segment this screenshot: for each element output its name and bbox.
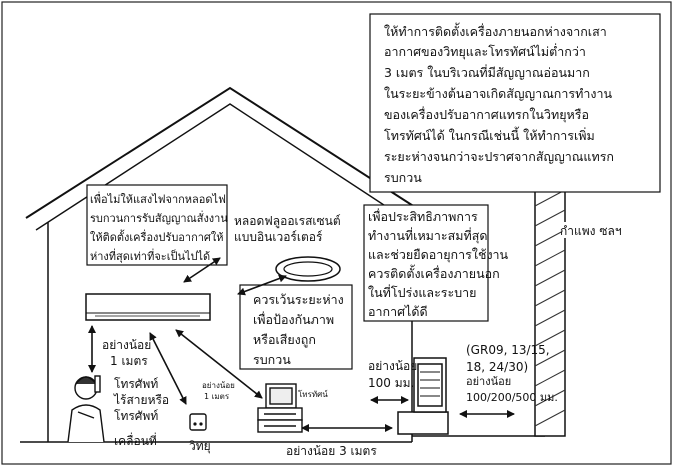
lamp-note-box [86, 184, 228, 266]
note-line: ระยะห่างจนกว่าจะปราศจากสัญญาณแทรก [384, 149, 614, 164]
note-line: ของเครื่องปรับอากาศแทรกในวิทยุหรือ [384, 106, 589, 123]
note-line: ควรเว้นระยะห่าง [253, 292, 344, 307]
note-line: และช่วยยืดอายุการใช้งาน [368, 247, 509, 263]
signal-distance-note-box [369, 13, 661, 193]
lamp-note: เพื่อไม่ให้แสงไฟจากหลอดไฟ รบกวนการรับสัญ… [90, 191, 228, 263]
note-line: ห่างที่สุดเท่าที่จะเป็นไปได้ [90, 248, 210, 263]
note-line: เพื่อป้องกันภาพ [253, 311, 334, 327]
radio-distance-label: 1 เมตร [204, 392, 230, 401]
signal-distance-note: ให้ทำการติดตั้งเครื่องภายนอกห่างจากเสา อ… [384, 22, 614, 185]
fluorescent-label: แบบอินเวอร์เตอร์ [234, 230, 323, 244]
note-line: 3 เมตร ในบริเวณที่มีสัญญาณอ่อนมาก [384, 64, 590, 80]
ac-to-radio-arrow [149, 332, 187, 405]
note-line: ในที่โปร่งและระบาย [368, 284, 477, 300]
phone-label: เคลื่อนที่ [114, 432, 157, 448]
note-line: รบกวนการรับสัญญาณสั่งงาน [90, 210, 228, 225]
note-line: เพื่อประสิทธิภาพการ [368, 208, 478, 224]
note-line: หรือเสียงถูก [253, 332, 316, 348]
fluorescent-label: หลอดฟลูออเรสเซนต์ [234, 214, 341, 229]
lamp-to-ac-arrow [183, 257, 221, 283]
note-line: โทรทัศน์ได้ ในกรณีเช่นนี้ ให้ทำการเพิ่ม [384, 126, 595, 143]
radio-label: วิทยุ [189, 439, 211, 454]
phone-distance-label: 1 เมตร [110, 354, 148, 368]
bottom-distance-label: อย่างน้อย 3 เมตร [286, 444, 377, 458]
interference-note: ควรเว้นระยะห่าง เพื่อป้องกันภาพ หรือเสีย… [253, 292, 344, 367]
tv-icon [257, 383, 303, 433]
phone-label: โทรศัพท์ [114, 377, 158, 391]
phone-label: โทรศัพท์ [114, 409, 158, 423]
tv-label: โทรทัศน์ [298, 389, 328, 399]
phone-distance-label: อย่างน้อย [102, 338, 151, 352]
note-line: อากาศได้ดี [368, 304, 428, 319]
fluorescent-lamp-icon [275, 256, 341, 282]
note-line: รบกวน [253, 352, 291, 367]
model-label: (GR09, 13/15, [466, 343, 550, 357]
lamp-to-ac-arrow-2 [237, 274, 287, 296]
note-line: เพื่อไม่ให้แสงไฟจากหลอดไฟ [90, 191, 226, 206]
models-distance-label: อย่างน้อย [466, 375, 511, 388]
tv-distance-label: 100 มม. [368, 376, 414, 390]
tv-distance-label: อย่างน้อย [368, 359, 417, 373]
person-with-phone-icon [67, 375, 105, 443]
indoor-ac-unit-icon [85, 293, 211, 321]
phone-label: ไร้สายหรือ [113, 393, 169, 407]
note-line: ควรติดตั้งเครื่องภายนอก [368, 264, 500, 281]
note-line: ทำงานที่เหมาะสมที่สุด [368, 227, 488, 244]
radio-distance-label: อย่างน้อย [202, 381, 235, 390]
ventilation-note-box [363, 204, 489, 322]
note-line: ให้ติดตั้งเครื่องปรับอากาศให้ [90, 229, 224, 244]
radio-icon [189, 413, 207, 431]
ventilation-note: เพื่อประสิทธิภาพการ ทำงานที่เหมาะสมที่สุ… [368, 208, 509, 319]
outdoor-unit-icon [397, 357, 449, 435]
model-label: 18, 24/30) [466, 360, 528, 374]
note-line: อากาศของวิทยุและโทรทัศน์ไม่ต่ำกว่า [384, 43, 586, 60]
models-distance-label: 100/200/500 มม. [466, 391, 558, 404]
distance-arrows [88, 257, 515, 432]
ac-to-tv-arrow [175, 329, 263, 399]
wall-label: กำแพง ซลฯ [560, 224, 622, 238]
note-line: รบกวน [384, 170, 422, 185]
note-line: ให้ทำการติดตั้งเครื่องภายนอกห่างจากเสา [384, 22, 607, 39]
note-line: ในระยะข้างต้นอาจเกิดสัญญาณการทำงาน [384, 86, 612, 101]
